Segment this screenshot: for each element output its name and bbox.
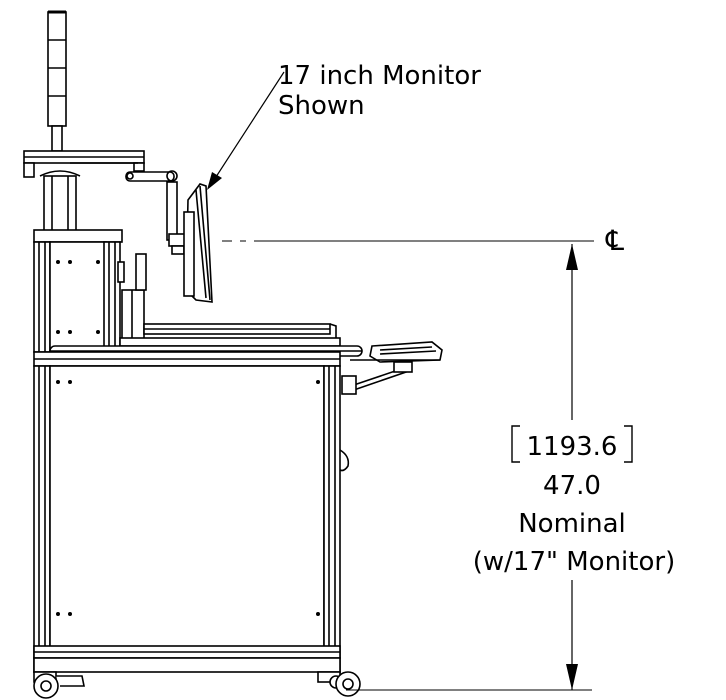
light-tower [47,10,67,152]
dimension-imperial: 47.0 [543,471,601,501]
callout-text-line2: Shown [278,91,365,121]
dimension-metric: 1193.6 [527,432,618,462]
cart-assembly [23,10,443,699]
caster-left [33,671,85,699]
metric-brackets [511,425,633,463]
height-dimension [346,244,592,691]
centerline-symbol: ℄ [605,224,624,257]
lower-cabinet [33,351,350,673]
keyboard-tray [341,341,443,395]
upper-cabinet [33,229,123,353]
top-shelf [23,150,145,178]
side-bracket [117,253,147,343]
callout-text-line1: 17 inch Monitor [278,61,481,91]
caster-right [317,671,361,697]
support-post [39,170,81,233]
monitor [183,183,213,303]
monitor-arm [125,170,190,255]
dimension-note: (w/17" Monitor) [473,547,675,577]
fasteners [56,260,320,616]
dimension-qualifier: Nominal [518,509,626,539]
callout-leader [207,71,285,190]
